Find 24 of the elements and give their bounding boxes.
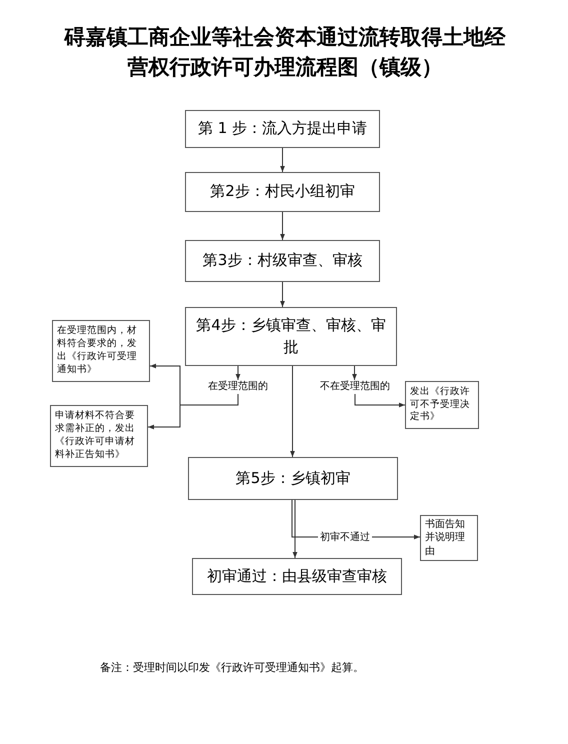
arrow bbox=[354, 394, 406, 408]
footnote: 备注：受理时间以印发《行政许可受理通知书》起算。 bbox=[100, 660, 364, 675]
note-box: 发出《行政许可不予受理决定书》 bbox=[405, 381, 479, 429]
edge-label: 初审不通过 bbox=[318, 530, 372, 544]
note-box: 申请材料不符合要求需补正的，发出《行政许可申请材料补正告知书》 bbox=[50, 405, 148, 467]
arrow bbox=[290, 366, 295, 458]
diagram-title: 碍嘉镇工商企业等社会资本通过流转取得土地经营权行政许可办理流程图（镇级） bbox=[62, 23, 507, 81]
arrow bbox=[280, 212, 285, 240]
branch-label: 不在受理范围的 bbox=[312, 380, 398, 394]
note-box: 书面告知并说明理由 bbox=[420, 515, 478, 561]
arrow bbox=[148, 394, 238, 430]
process-box: 第3步：村级审查、审核 bbox=[185, 240, 380, 282]
process-box: 初审通过：由县级审查审核 bbox=[192, 558, 402, 595]
arrow bbox=[236, 366, 240, 380]
arrow bbox=[280, 282, 285, 308]
arrow bbox=[280, 148, 285, 172]
arrow bbox=[292, 500, 298, 558]
branch-label: 在受理范围的 bbox=[198, 380, 278, 394]
process-box: 第4步：乡镇审查、审核、审批 bbox=[185, 307, 397, 366]
process-box: 第 1 步：流入方提出申请 bbox=[185, 110, 380, 148]
arrow bbox=[352, 366, 357, 380]
note-box: 在受理范围内，材料符合要求的，发出《行政许可受理通知书》 bbox=[52, 320, 150, 382]
process-box: 第5步：乡镇初审 bbox=[188, 457, 398, 500]
process-box: 第2步：村民小组初审 bbox=[185, 172, 380, 212]
